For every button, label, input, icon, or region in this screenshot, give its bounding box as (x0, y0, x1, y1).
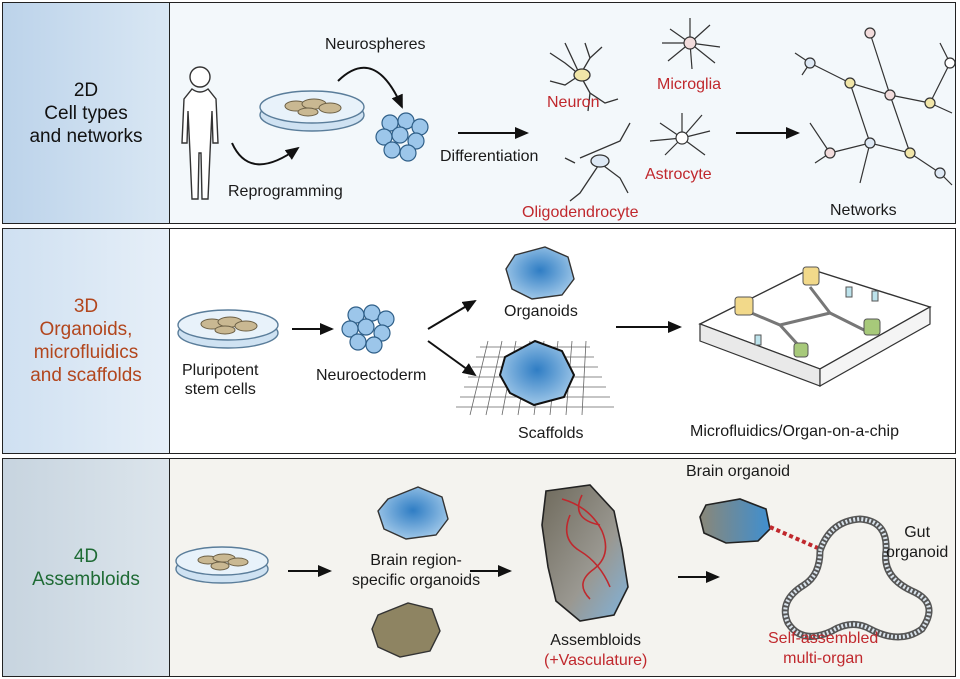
row-2d-dimension: 2D (73, 79, 99, 101)
label-assembloids: Assembloids (+Vasculature) (544, 631, 647, 671)
assembloid-icon (541, 484, 629, 622)
astrocyte-icon (649, 113, 711, 156)
petri-dish-icon (175, 546, 269, 584)
gut-line1: Gut (904, 524, 931, 541)
label-neurospheres: Neurospheres (325, 36, 426, 53)
label-gut-organoid: Gut organoid (886, 523, 948, 563)
self-line1: Self-assembled (768, 630, 879, 647)
row-2d-title-line1: Cell types (44, 102, 128, 124)
row-3d: 3D Organoids, microfluidics and scaffold… (2, 228, 956, 454)
microglia-icon (662, 18, 721, 70)
label-astrocyte: Astrocyte (645, 166, 712, 183)
neuroectoderm-icon (341, 304, 395, 354)
neurospheres-arrow (337, 66, 403, 109)
label-brain-organoid: Brain organoid (686, 463, 791, 480)
label-networks: Networks (830, 202, 897, 219)
label-microglia: Microglia (657, 76, 722, 93)
gut-organoid-detail (783, 516, 932, 639)
stem-cells-line1: Pluripotent (182, 362, 259, 379)
neuron-icon (549, 42, 619, 112)
gut-line2: organoid (886, 544, 949, 561)
label-reprogramming: Reprogramming (228, 183, 343, 200)
region-line2: specific organoids (352, 572, 481, 589)
assembloids-line1: Assembloids (550, 632, 641, 649)
label-organoids: Organoids (504, 303, 578, 320)
region-organoid-blue-icon (377, 486, 449, 540)
row-3d-title-line1: Organoids, (39, 319, 133, 340)
region-organoid-tan-icon (371, 602, 441, 658)
brain-organoid-icon (699, 498, 771, 544)
label-neuron: Neuron (547, 94, 600, 111)
assembloids-vasculature: (+Vasculature) (544, 652, 648, 669)
label-microfluidics: Microfluidics/Organ-on-a-chip (690, 423, 899, 440)
self-line2: multi-organ (783, 650, 864, 667)
stem-cells-line2: stem cells (184, 381, 256, 398)
row-4d-illustration (175, 484, 933, 658)
label-scaffolds: Scaffolds (518, 425, 584, 442)
row-4d: 4D Assembloids (2, 458, 956, 677)
row-3d-panel: Pluripotent stem cells Neuroectoderm Org… (170, 229, 955, 453)
row-2d-panel: Neurospheres Reprogramming Differentiati… (170, 3, 956, 223)
row-4d-dimension: 4D (73, 545, 99, 567)
row-2d-title-line2: and networks (29, 125, 143, 147)
label-neuroectoderm: Neuroectoderm (316, 367, 427, 384)
petri-dish-icon (177, 309, 279, 349)
neurosphere-icon (375, 112, 429, 162)
arrow-to-organoids (427, 299, 477, 330)
human-figure-icon (181, 66, 219, 200)
row-3d-title-line3: and scaffolds (30, 365, 142, 386)
row-4d-panel: Brain region- specific organoids Assembl… (170, 459, 955, 676)
row-3d-label: 3D Organoids, microfluidics and scaffold… (3, 229, 170, 453)
arrow-to-scaffolds (427, 340, 477, 377)
row-2d-label: 2D Cell types and networks (3, 3, 170, 223)
reprogramming-arrow (231, 142, 300, 166)
row-4d-label: 4D Assembloids (3, 459, 170, 676)
microfluidic-chip-icon (698, 266, 932, 388)
label-pluripotent-stem-cells: Pluripotent stem cells (182, 361, 259, 399)
oligodendrocyte-icon (564, 122, 631, 202)
row-3d-title-line2: microfluidics (33, 342, 139, 363)
row-2d-illustration (181, 18, 956, 202)
row-4d-title-line1: Assembloids (32, 568, 140, 590)
scaffold-organoid-icon (498, 339, 576, 407)
petri-dish-icon (259, 90, 365, 132)
organoid-icon (505, 246, 575, 300)
row-3d-dimension: 3D (73, 296, 99, 317)
network-icon (794, 27, 956, 186)
label-differentiation: Differentiation (440, 148, 539, 165)
label-oligodendrocyte: Oligodendrocyte (522, 204, 639, 221)
region-line1: Brain region- (370, 552, 462, 569)
organ-connection-line (769, 525, 821, 551)
row-3d-illustration (177, 246, 932, 416)
row-2d: 2D Cell types and networks (2, 2, 956, 224)
label-region-specific-organoids: Brain region- specific organoids (352, 551, 480, 591)
label-self-assembled: Self-assembled multi-organ (768, 629, 878, 669)
